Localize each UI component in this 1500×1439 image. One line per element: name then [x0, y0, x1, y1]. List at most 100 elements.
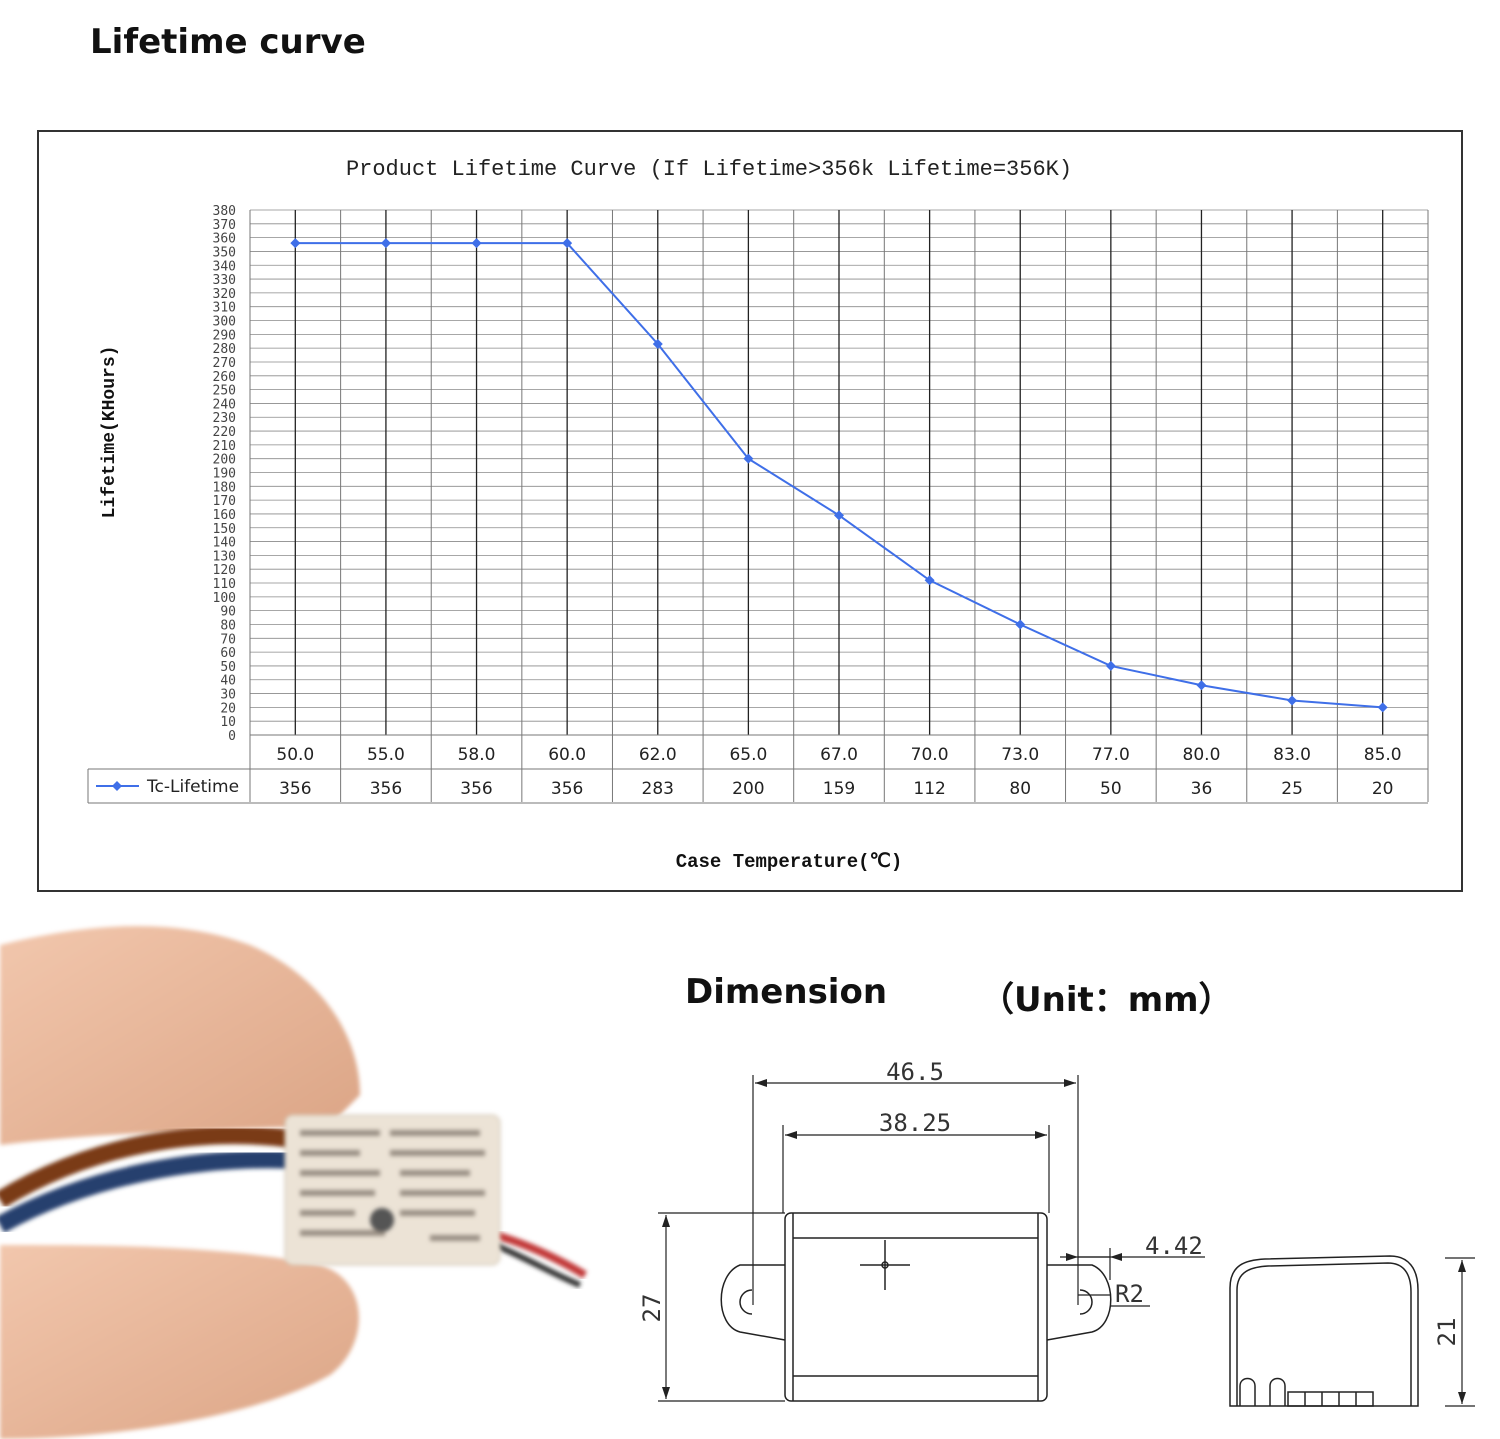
- y-tick-label: 340: [213, 259, 236, 274]
- finger-top: [0, 926, 360, 1145]
- data-point: [562, 238, 573, 249]
- y-tick-label: 70: [220, 632, 236, 647]
- page-heading: Lifetime curve: [90, 22, 366, 62]
- dimension-unit: （Unit：mm）: [980, 980, 1233, 1020]
- data-label: 50: [1100, 779, 1122, 799]
- y-tick-label: 230: [213, 411, 236, 426]
- data-label: 159: [823, 779, 855, 799]
- data-label: 356: [370, 779, 402, 799]
- y-tick-label: 300: [213, 315, 236, 330]
- y-tick-label: 190: [213, 467, 236, 482]
- x-tick-label: 85.0: [1364, 745, 1402, 765]
- dimension-lines: [658, 1075, 1475, 1407]
- y-tick-label: 150: [213, 522, 236, 537]
- y-tick-label: 280: [213, 342, 236, 357]
- y-tick-label: 10: [220, 715, 236, 730]
- data-point: [652, 339, 663, 350]
- chart-title: Product Lifetime Curve (If Lifetime>356k…: [346, 157, 1072, 182]
- data-point: [834, 510, 844, 521]
- x-tick-label: 60.0: [548, 745, 586, 765]
- y-tick-label: 180: [213, 480, 236, 495]
- y-tick-label: 320: [213, 287, 236, 302]
- top-view-outline: [720, 1212, 1112, 1402]
- x-tick-label: 80.0: [1183, 745, 1221, 765]
- side-view-outline: [1229, 1255, 1419, 1407]
- driver-label-text: [300, 1130, 485, 1241]
- y-tick-label: 110: [213, 577, 236, 592]
- y-tick-label: 200: [213, 453, 236, 468]
- y-tick-label: 380: [213, 204, 236, 219]
- x-tick-label: 83.0: [1273, 745, 1311, 765]
- y-tick-label: 50: [220, 660, 236, 675]
- data-point: [290, 238, 301, 249]
- y-tick-label: 370: [213, 218, 236, 233]
- y-tick-label: 20: [220, 701, 236, 716]
- data-label: 200: [732, 779, 764, 799]
- y-tick-label: 220: [213, 425, 236, 440]
- y-tick-label: 130: [213, 549, 236, 564]
- y-tick-label: 170: [213, 494, 236, 509]
- y-tick-label: 210: [213, 439, 236, 454]
- legend-marker: [112, 781, 122, 791]
- x-tick-label: 67.0: [820, 745, 858, 765]
- data-label: 356: [551, 779, 583, 799]
- data-label: 356: [460, 779, 492, 799]
- x-tick-label: 77.0: [1092, 745, 1130, 765]
- y-tick-label: 240: [213, 397, 236, 412]
- y-axis-label: Lifetime(KHours): [100, 346, 120, 519]
- y-tick-label: 250: [213, 384, 236, 399]
- arrow-heads: [662, 1079, 1466, 1404]
- y-tick-labels: 0102030405060708090100110120130140150160…: [213, 204, 236, 744]
- x-tick-label: 58.0: [458, 745, 496, 765]
- y-tick-label: 40: [220, 674, 236, 689]
- product-photo: [0, 926, 588, 1439]
- data-label: 36: [1191, 779, 1213, 799]
- data-label: 356: [279, 779, 311, 799]
- series-layer: [290, 238, 1388, 713]
- legend-label: Tc-Lifetime: [146, 777, 239, 797]
- data-point: [471, 238, 482, 249]
- y-tick-label: 120: [213, 563, 236, 578]
- data-point: [380, 238, 391, 249]
- x-tick-label: 50.0: [276, 745, 314, 765]
- black-wire: [493, 1242, 582, 1288]
- y-tick-label: 60: [220, 646, 236, 661]
- dim-slot-radius: R2: [1115, 1280, 1144, 1308]
- red-wire: [493, 1231, 588, 1279]
- dim-height: 27: [638, 1294, 666, 1323]
- data-point: [1015, 619, 1026, 630]
- y-tick-label: 100: [213, 591, 236, 606]
- dim-side-height: 21: [1433, 1318, 1461, 1347]
- brown-wire: [0, 1126, 302, 1208]
- y-tick-label: 290: [213, 328, 236, 343]
- data-point: [1287, 695, 1298, 706]
- data-label: 112: [913, 779, 945, 799]
- x-tick-label: 70.0: [911, 745, 949, 765]
- y-tick-label: 350: [213, 245, 236, 260]
- x-tick-label: 55.0: [367, 745, 405, 765]
- data-label: 80: [1009, 779, 1031, 799]
- y-tick-label: 270: [213, 356, 236, 371]
- y-tick-label: 260: [213, 370, 236, 385]
- x-tick-label: 73.0: [1001, 745, 1039, 765]
- data-point: [1196, 680, 1207, 691]
- data-label: 283: [642, 779, 674, 799]
- y-tick-label: 90: [220, 605, 236, 620]
- y-tick-label: 140: [213, 536, 236, 551]
- y-tick-label: 330: [213, 273, 236, 288]
- dimension-title: Dimension: [685, 972, 888, 1012]
- y-tick-label: 360: [213, 232, 236, 247]
- data-label: 20: [1372, 779, 1394, 799]
- y-tick-label: 310: [213, 301, 236, 316]
- lifetime-chart: 0102030405060708090100110120130140150160…: [87, 157, 1429, 873]
- data-point: [743, 453, 754, 464]
- x-axis-label: Case Temperature(℃): [676, 851, 903, 873]
- chart-grid: [249, 209, 1429, 802]
- y-tick-label: 80: [220, 618, 236, 633]
- dimension-drawing: 46.5 38.25 27 4.42 R2 21: [638, 1058, 1475, 1407]
- thumb: [0, 1245, 359, 1439]
- x-tick-label: 62.0: [639, 745, 677, 765]
- dim-body-width: 38.25: [879, 1109, 951, 1137]
- data-point: [1377, 702, 1388, 713]
